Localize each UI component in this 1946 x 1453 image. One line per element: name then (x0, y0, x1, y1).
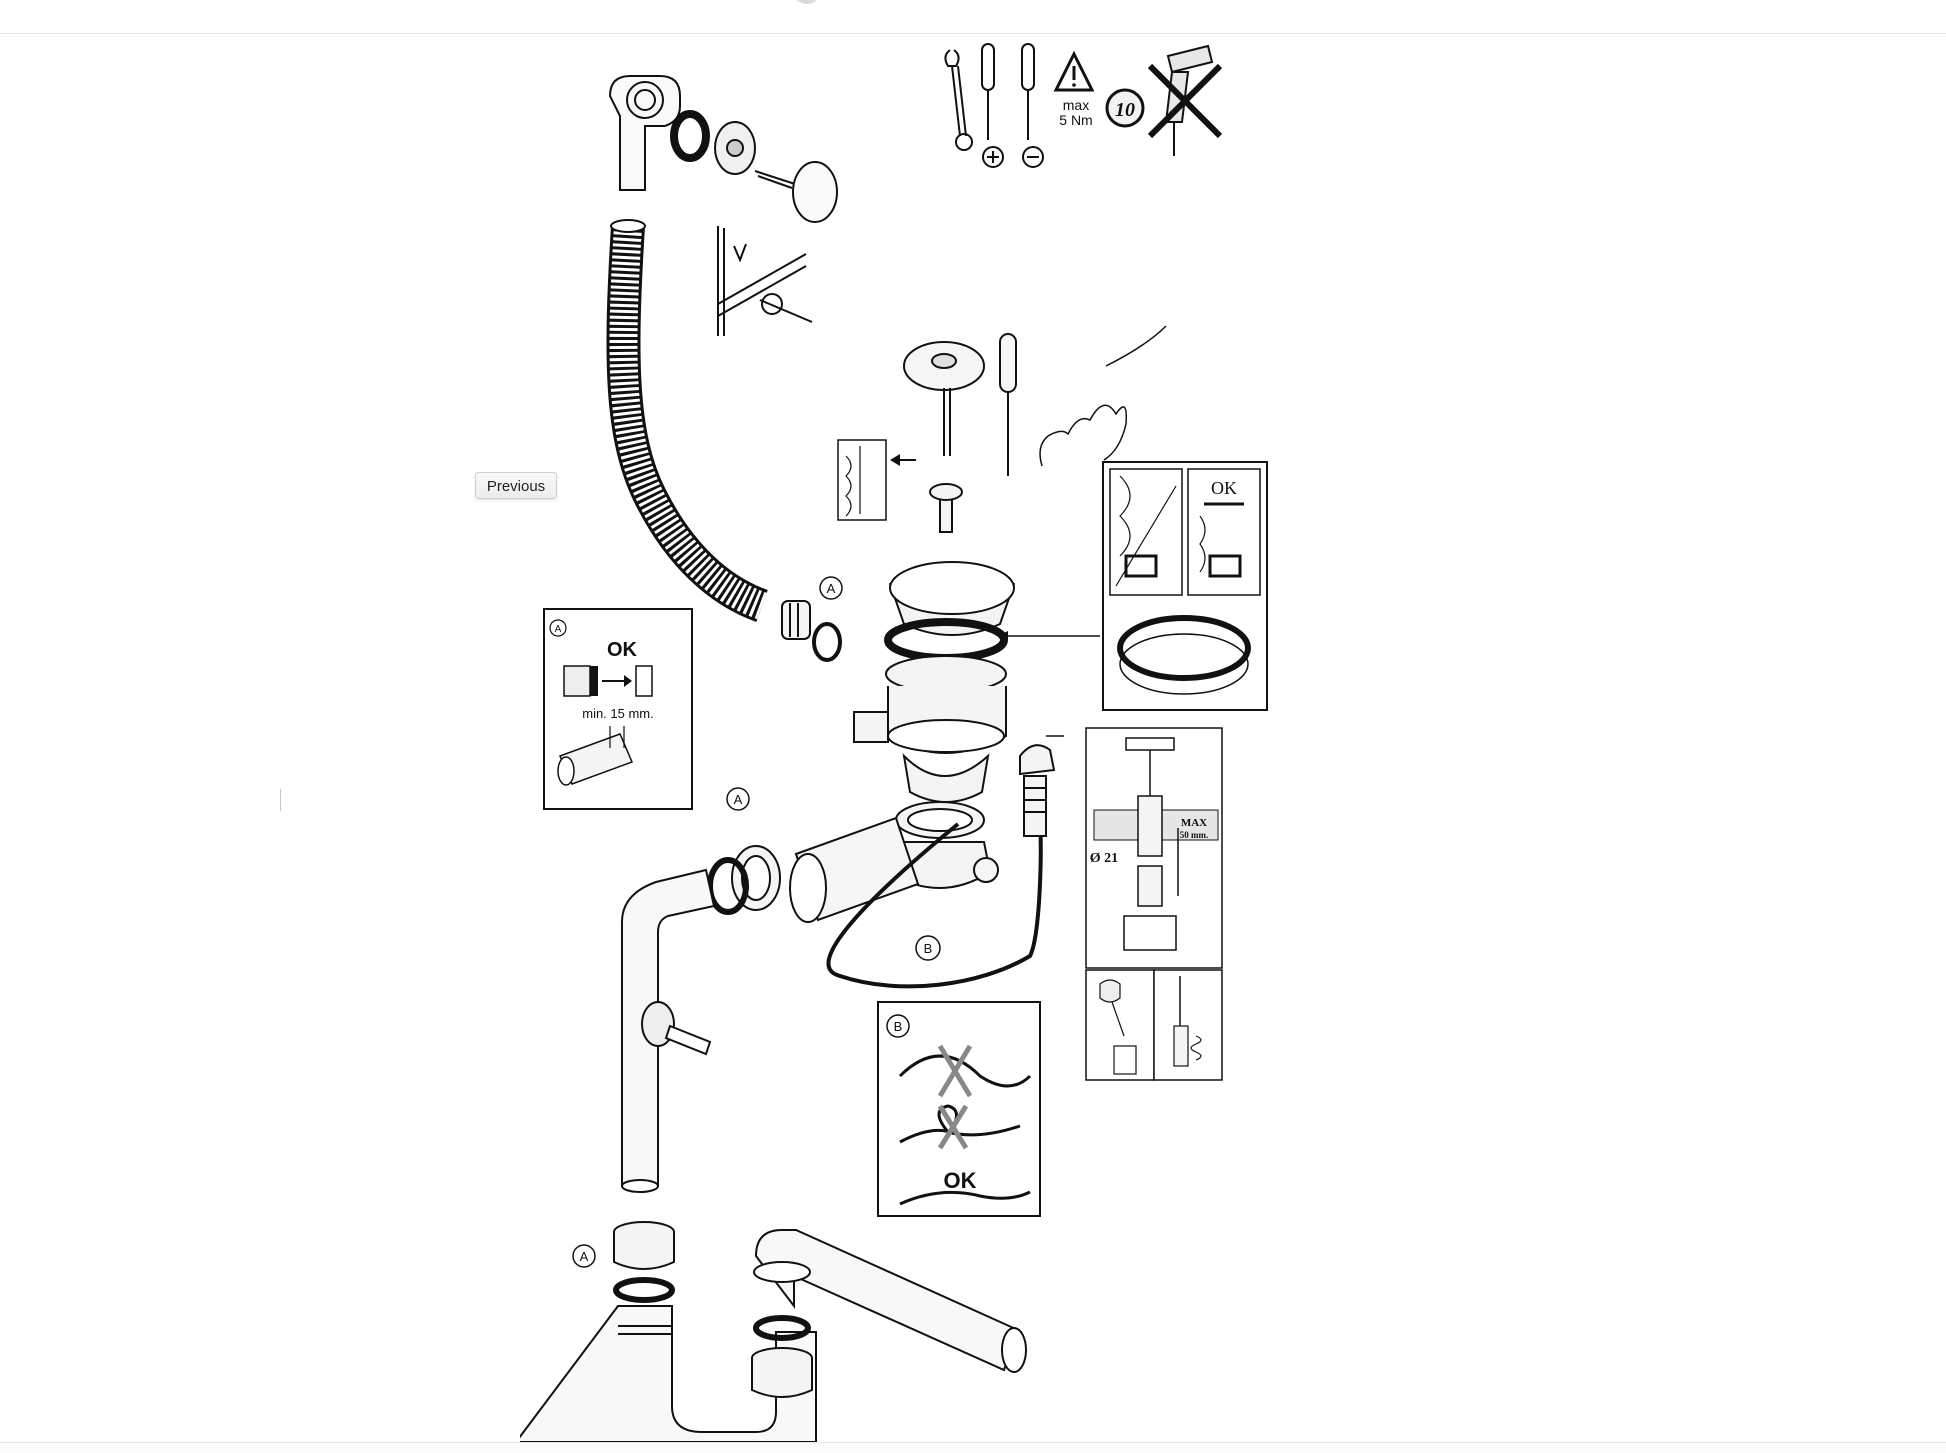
overflow-screw-part (754, 170, 796, 189)
toolbar-handle (792, 0, 822, 4)
svg-text:B: B (924, 941, 933, 956)
overflow-grille-part (714, 121, 756, 175)
detail-overflow-steps (1085, 969, 1223, 1081)
svg-text:B: B (894, 1019, 903, 1034)
diameter-text: Ø 21 (1090, 851, 1118, 866)
no-power-drill-icon (1147, 44, 1223, 156)
overflow-mount-part (717, 226, 813, 336)
svg-text:A: A (734, 792, 743, 807)
screw-detail-inset (837, 439, 916, 521)
detail-seal-box: OK (1102, 461, 1268, 711)
waste-body-lower (853, 655, 1007, 803)
torque-value-text: 5 Nm (1059, 112, 1092, 128)
installation-diagram: max 5 Nm 10 (520, 36, 1290, 1442)
overflow-knob-part (1019, 744, 1056, 837)
wrench-icon (944, 49, 973, 151)
corrugated-hose-part (606, 219, 769, 623)
overflow-cable-part (826, 815, 1043, 989)
coin-value-text: 10 (1115, 99, 1135, 121)
screwdriver-part (999, 333, 1017, 476)
trap-washer-left-part (613, 1277, 675, 1303)
trap-nut-right-part (751, 1315, 813, 1398)
overflow-gasket-part (670, 110, 710, 162)
torque-max-text: max (1063, 97, 1089, 113)
svg-text:A: A (827, 581, 836, 596)
top-toolbar (0, 0, 1946, 34)
hose-nut-part (781, 600, 811, 640)
callout-a-bottom: A (572, 1244, 596, 1268)
detail-b-box: B OK (877, 1001, 1041, 1217)
outlet-pipe-part (789, 816, 999, 923)
standpipe-part (621, 868, 716, 1193)
overflow-cap-part (792, 161, 838, 223)
warning-triangle-icon: max 5 Nm (1053, 50, 1095, 128)
basket-waste-body (888, 483, 1016, 636)
overflow-elbow-part (608, 75, 681, 191)
phillips-screwdriver-icon (981, 43, 1004, 168)
bend-nut-part (731, 845, 781, 911)
max-depth-value-text: 50 mm. (1180, 830, 1209, 840)
previous-button[interactable]: Previous (475, 472, 557, 499)
hose-washer-part (812, 622, 842, 662)
svg-text:A: A (580, 1249, 589, 1264)
detail-b-ok-text: OK (944, 1168, 977, 1193)
detail-overflow-box: MAX 50 mm. Ø 21 (1085, 727, 1223, 969)
coin-icon: 10 (1105, 88, 1145, 128)
diagram-svg: max 5 Nm 10 (520, 36, 1290, 1442)
flat-screwdriver-icon (1021, 43, 1044, 168)
max-depth-text: MAX (1181, 817, 1207, 829)
strainer-basket-part (903, 341, 985, 456)
bottom-edge (0, 1442, 1946, 1453)
svg-text:A: A (555, 624, 562, 635)
detail-seal-ok-text: OK (1211, 478, 1237, 498)
callout-a-hose: A (819, 576, 843, 600)
callout-b-cable: B (915, 935, 941, 961)
callout-a-middle: A (726, 787, 750, 811)
scroll-marker (280, 789, 281, 811)
detail-a-ok-text: OK (607, 639, 638, 661)
trap-nut-left-part (613, 1221, 675, 1270)
trap-right-arm-part (753, 1229, 1027, 1373)
hand-illustration (1039, 325, 1167, 467)
detail-a-min-text: min. 15 mm. (582, 706, 654, 721)
detail-a-box: A OK min. 15 mm. (543, 608, 693, 810)
